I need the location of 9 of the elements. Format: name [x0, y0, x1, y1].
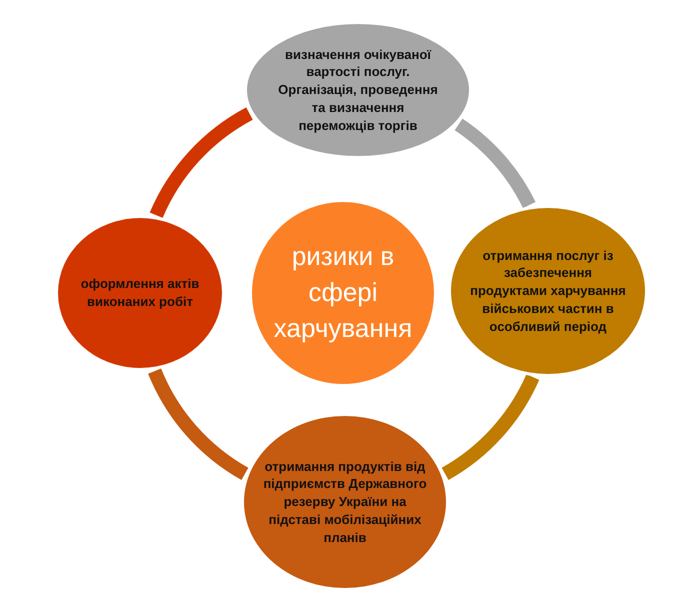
step-text: визначення очікуваної вартості послуг. Організація, проведення та визначення переможців торгів	[277, 46, 439, 134]
step-text: отримання продуктів від підприємств Державного резерву України на підставі мобілізаційних планів	[262, 458, 428, 546]
connector-arc	[454, 118, 536, 208]
connector-arc	[441, 374, 540, 480]
step-text: отримання послуг із забезпечення продуктами харчування військових частин в особливий період	[469, 246, 627, 336]
center-text: ризики в сфері харчування	[272, 240, 414, 345]
connector-arc	[150, 108, 254, 218]
connector-arc	[148, 368, 249, 480]
step-text: оформлення актів виконаних робіт	[80, 275, 200, 311]
